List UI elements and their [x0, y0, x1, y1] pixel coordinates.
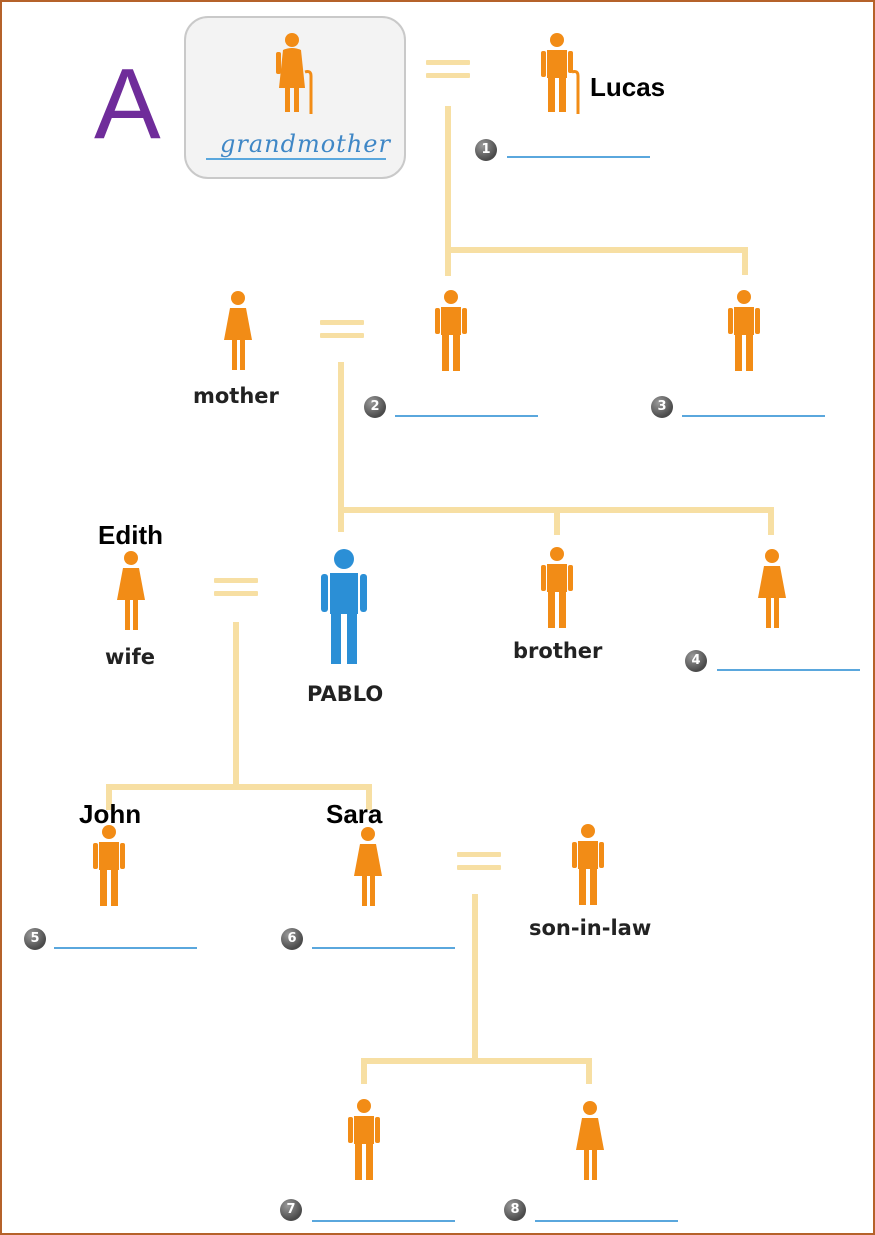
connector-gen5-right: [586, 1058, 592, 1084]
sister-icon: [758, 549, 786, 628]
name-lucas: Lucas: [590, 72, 666, 102]
granddaughter-icon: [576, 1101, 604, 1180]
blank-number-4: 4: [685, 650, 707, 672]
connector-pablo-down: [233, 622, 239, 790]
blank-8[interactable]: [535, 1220, 678, 1222]
grandfather-icon: [541, 33, 580, 114]
connector-gen4-horizontal: [106, 784, 372, 790]
name-edith: Edith: [98, 520, 163, 550]
label-pablo: PABLO: [307, 682, 384, 706]
mother-icon: [224, 291, 252, 370]
uncle-icon: [435, 290, 467, 371]
uncle-icon-2: [728, 290, 760, 371]
son-in-law-icon: [572, 824, 604, 905]
marriage-sign-pablo: [214, 578, 258, 596]
son-icon: [93, 825, 125, 906]
label-wife: wife: [105, 645, 155, 669]
blank-4[interactable]: [717, 669, 860, 671]
connector-grandparents-down: [445, 106, 451, 276]
grandmother-icon: [276, 33, 313, 114]
marriage-sign-sara: [457, 852, 501, 870]
connector-gen3-brother: [554, 507, 560, 535]
exercise-letter: A: [94, 48, 161, 160]
wife-icon: [117, 551, 145, 630]
blank-number-8: 8: [504, 1199, 526, 1221]
connector-gen4-left: [106, 784, 112, 810]
blank-6[interactable]: [312, 947, 455, 949]
blank-number-6: 6: [281, 928, 303, 950]
blank-number-5: 5: [24, 928, 46, 950]
blank-7[interactable]: [312, 1220, 455, 1222]
connector-sara-down: [472, 894, 478, 1064]
blank-number-2: 2: [364, 396, 386, 418]
blank-number-1: 1: [475, 139, 497, 161]
example-underline: [206, 158, 386, 160]
name-sara: Sara: [326, 799, 383, 829]
blank-3[interactable]: [682, 415, 825, 417]
connector-parents-down: [338, 362, 344, 532]
marriage-sign-parents: [320, 320, 364, 338]
label-mother: mother: [193, 384, 279, 408]
connector-gen5-left: [361, 1058, 367, 1084]
blank-number-3: 3: [651, 396, 673, 418]
blank-1[interactable]: [507, 156, 650, 158]
example-answer: grandmother: [220, 130, 391, 158]
blank-2[interactable]: [395, 415, 538, 417]
grandson-icon: [348, 1099, 380, 1180]
connector-gen4-right: [366, 784, 372, 810]
brother-icon: [541, 547, 573, 628]
blank-number-7: 7: [280, 1199, 302, 1221]
name-john: John: [79, 799, 142, 829]
blank-5[interactable]: [54, 947, 197, 949]
connector-gen5-horizontal: [361, 1058, 592, 1064]
pablo-icon: [321, 549, 367, 664]
connector-gen2-right: [742, 247, 748, 275]
daughter-icon: [354, 827, 382, 906]
label-son-in-law: son-in-law: [529, 916, 652, 940]
label-brother: brother: [513, 639, 603, 663]
connector-gen2-horizontal: [445, 247, 748, 253]
connector-gen3-sister: [768, 507, 774, 535]
marriage-sign-grandparents: [426, 60, 470, 78]
